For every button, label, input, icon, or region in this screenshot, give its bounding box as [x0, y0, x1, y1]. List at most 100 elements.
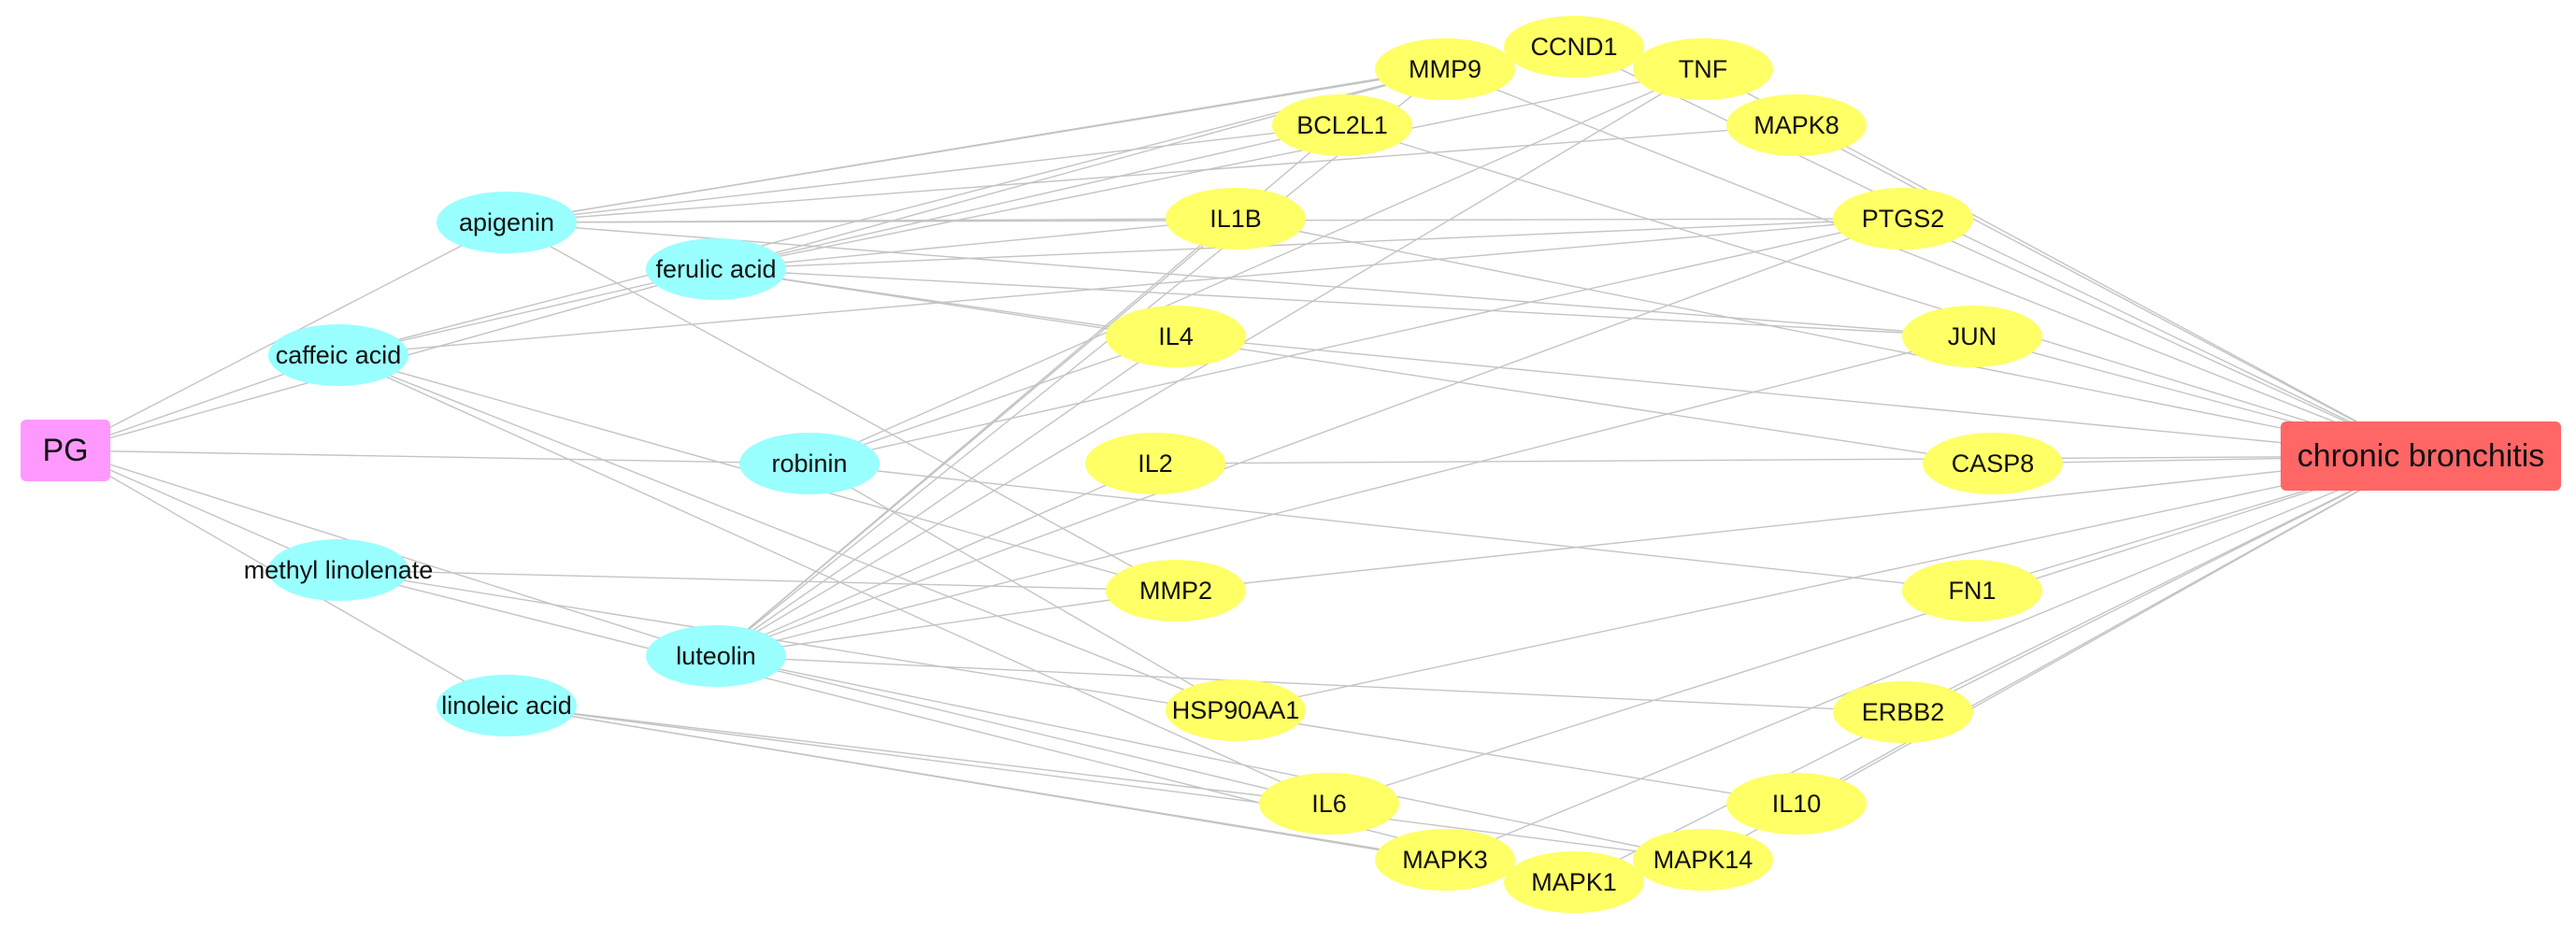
edge-robinin-tnf: [809, 68, 1704, 464]
edge-hsp90aa1-chronic-bronchitis: [1235, 455, 2422, 711]
edge-il1b-chronic-bronchitis: [1235, 218, 2422, 457]
node-shape-il6: [1259, 773, 1399, 835]
node-shape-pg: [21, 420, 110, 481]
node-il10[interactable]: IL10: [1726, 773, 1867, 835]
edge-methyl-linolenate-mmp2: [337, 569, 1177, 592]
node-luteolin[interactable]: luteolin: [646, 625, 786, 687]
node-mmp2[interactable]: MMP2: [1106, 560, 1246, 621]
node-mapk14[interactable]: MAPK14: [1633, 829, 1773, 891]
edge-luteolin-jun: [715, 335, 1973, 657]
edge-erbb2-chronic-bronchitis: [1902, 455, 2422, 713]
edge-luteolin-il6: [715, 655, 1330, 805]
edge-bcl2l1-chronic-bronchitis: [1341, 124, 2422, 457]
node-shape-il2: [1085, 433, 1225, 494]
node-erbb2[interactable]: ERBB2: [1833, 681, 1973, 743]
edge-methyl-linolenate-mapk1: [337, 569, 1575, 883]
node-label-il6: IL6: [1311, 790, 1347, 818]
node-linoleic-acid[interactable]: linoleic acid: [436, 675, 577, 736]
node-label-methyl-linolenate: methyl linolenate: [244, 556, 434, 584]
node-shape-casp8: [1923, 433, 2063, 494]
node-label-hsp90aa1: HSP90AA1: [1172, 696, 1300, 724]
node-chronic-bronchitis[interactable]: chronic bronchitis: [2281, 421, 2561, 491]
node-shape-mapk1: [1504, 851, 1644, 913]
node-il1b[interactable]: IL1B: [1166, 188, 1306, 250]
node-mapk1[interactable]: MAPK1: [1504, 851, 1644, 913]
node-shape-caffeic-acid: [268, 324, 408, 386]
node-shape-fn1: [1902, 560, 2042, 621]
node-il4[interactable]: IL4: [1106, 306, 1246, 367]
edge-luteolin-il4: [715, 335, 1177, 657]
node-tnf[interactable]: TNF: [1633, 38, 1773, 100]
node-shape-tnf: [1633, 38, 1773, 100]
node-shape-bcl2l1: [1272, 94, 1412, 156]
edge-caffeic-acid-ptgs2: [337, 218, 1904, 356]
edge-pg-robinin: [64, 450, 810, 464]
edge-layer: [64, 46, 2422, 883]
node-label-il1b: IL1B: [1209, 205, 1262, 233]
edge-linoleic-acid-il6: [506, 705, 1330, 805]
node-il6[interactable]: IL6: [1259, 773, 1399, 835]
node-label-robinin: robinin: [771, 450, 847, 478]
node-methyl-linolenate[interactable]: methyl linolenate: [244, 539, 434, 601]
node-robinin[interactable]: robinin: [739, 433, 880, 494]
node-label-tnf: TNF: [1679, 55, 1727, 83]
node-hsp90aa1[interactable]: HSP90AA1: [1166, 679, 1306, 741]
node-bcl2l1[interactable]: BCL2L1: [1272, 94, 1412, 156]
edge-luteolin-il2: [715, 463, 1156, 657]
edge-il6-chronic-bronchitis: [1328, 455, 2422, 805]
node-layer: PG chronic bronchitis apigenin ferulic acid…: [21, 16, 2561, 913]
node-label-fn1: FN1: [1948, 577, 1996, 605]
node-shape-linoleic-acid: [436, 675, 577, 736]
edge-luteolin-ptgs2: [715, 218, 1904, 657]
edge-mmp9-chronic-bronchitis: [1444, 68, 2422, 457]
edge-caffeic-acid-hsp90aa1: [337, 354, 1237, 711]
edge-il4-chronic-bronchitis: [1175, 335, 2422, 457]
node-shape-ptgs2: [1833, 188, 1973, 250]
node-label-mmp2: MMP2: [1139, 577, 1212, 605]
node-mmp9[interactable]: MMP9: [1375, 38, 1515, 100]
node-label-mapk3: MAPK3: [1402, 846, 1488, 874]
node-shape-mmp9: [1375, 38, 1515, 100]
node-shape-apigenin: [436, 192, 577, 253]
edge-caffeic-acid-il6: [337, 354, 1330, 805]
edge-ferulic-acid-jun: [715, 268, 1973, 337]
node-ccnd1[interactable]: CCND1: [1504, 16, 1644, 78]
node-label-casp8: CASP8: [1952, 450, 2035, 478]
edge-caffeic-acid-mmp9: [337, 68, 1446, 356]
node-apigenin[interactable]: apigenin: [436, 192, 577, 253]
node-shape-robinin: [739, 433, 880, 494]
node-label-luteolin: luteolin: [676, 642, 756, 670]
edge-mapk1-chronic-bronchitis: [1573, 455, 2422, 883]
edge-luteolin-mapk14: [715, 655, 1704, 861]
node-label-il2: IL2: [1138, 450, 1173, 478]
node-label-ccnd1: CCND1: [1530, 33, 1617, 61]
node-mapk3[interactable]: MAPK3: [1375, 829, 1515, 891]
node-label-chronic-bronchitis: chronic bronchitis: [2297, 438, 2545, 474]
node-label-mapk14: MAPK14: [1653, 846, 1753, 874]
node-label-erbb2: ERBB2: [1862, 698, 1945, 726]
node-il2[interactable]: IL2: [1085, 433, 1225, 494]
edge-robinin-fn1: [809, 463, 1973, 592]
edge-ferulic-acid-tnf: [715, 68, 1704, 270]
node-shape-jun: [1902, 306, 2042, 367]
node-shape-mapk14: [1633, 829, 1773, 891]
node-pg[interactable]: PG: [21, 420, 110, 481]
node-fn1[interactable]: FN1: [1902, 560, 2042, 621]
node-casp8[interactable]: CASP8: [1923, 433, 2063, 494]
edge-luteolin-mmp2: [715, 590, 1177, 657]
node-ferulic-acid[interactable]: ferulic acid: [646, 238, 786, 300]
node-shape-chronic-bronchitis: [2281, 421, 2561, 491]
edge-luteolin-erbb2: [715, 655, 1904, 713]
node-ptgs2[interactable]: PTGS2: [1833, 188, 1973, 250]
node-caffeic-acid[interactable]: caffeic acid: [268, 324, 408, 386]
edge-mapk8-chronic-bronchitis: [1796, 124, 2422, 457]
edge-il2-chronic-bronchitis: [1154, 455, 2422, 464]
node-label-il10: IL10: [1772, 790, 1822, 818]
node-label-linoleic-acid: linoleic acid: [441, 692, 572, 720]
edge-caffeic-acid-bcl2l1: [337, 124, 1343, 356]
node-jun[interactable]: JUN: [1902, 306, 2042, 367]
node-label-ptgs2: PTGS2: [1862, 205, 1945, 233]
edge-ferulic-acid-ptgs2: [715, 218, 1904, 270]
node-mapk8[interactable]: MAPK8: [1726, 94, 1867, 156]
edge-ccnd1-chronic-bronchitis: [1573, 46, 2422, 457]
